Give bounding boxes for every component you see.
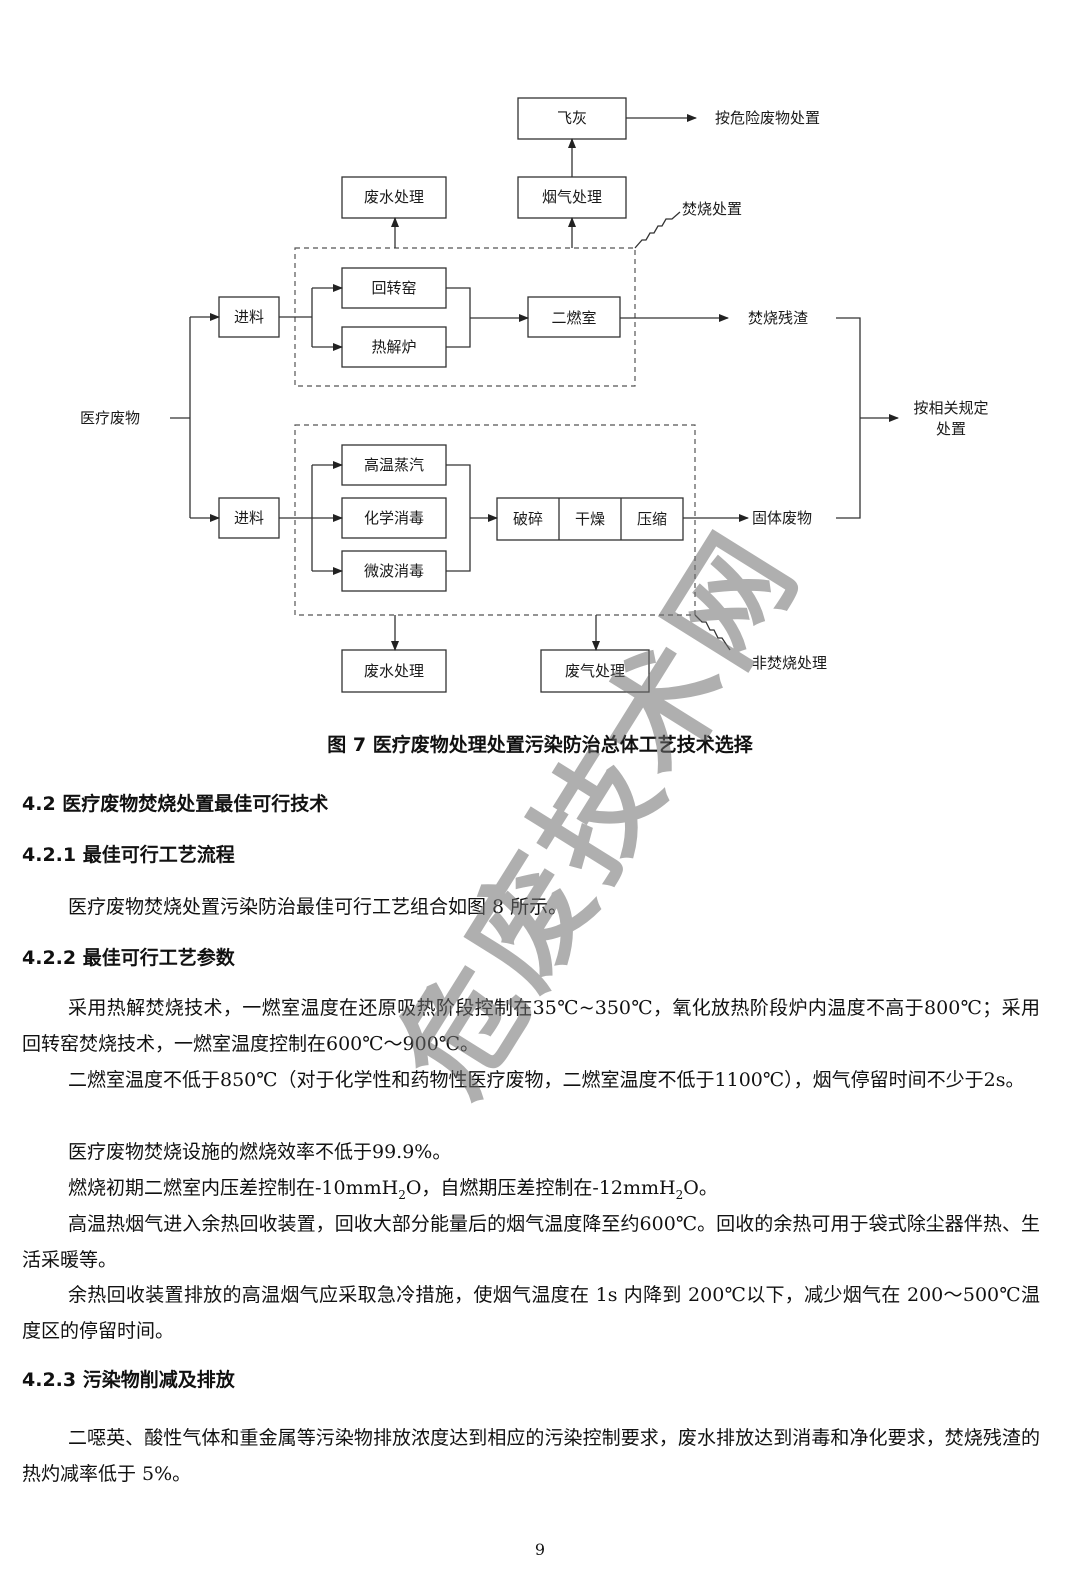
regulation-label-line2: 处置 — [936, 420, 966, 438]
incineration-group-label: 焚烧处置 — [682, 200, 742, 218]
regulation-label-line1: 按相关规定 — [913, 399, 988, 417]
process-flow-diagram: 医疗废物 进料 进料 回转窑 热解炉 二燃室 焚烧残渣 废水处理 烟气处理 飞灰… — [80, 97, 989, 693]
crushing-label: 破碎 — [513, 510, 543, 528]
pyrolysis-box — [341, 326, 447, 368]
section-heading-4-2-2: 4.2.2 最佳可行工艺参数 — [22, 947, 235, 969]
crush-dry-compress-box — [496, 497, 684, 541]
wastewater-top-label: 废水处理 — [364, 188, 424, 206]
secondary-chamber-label: 二燃室 — [551, 309, 596, 327]
paragraph-secondary-chamber: 二燃室温度不低于850℃（对于化学性和药物性医疗废物，二燃室温度不低于1100℃… — [68, 1069, 1025, 1091]
paragraph-pressure-difference: 燃烧初期二燃室内压差控制在-10mmH2O，自燃期压差控制在-12mmH2O。 — [68, 1177, 718, 1202]
exhaust-label: 废气处理 — [565, 662, 625, 680]
paragraph-heat-recovery: 高温热烟气进入余热回收装置，回收大部分能量后的烟气温度降至约600℃。回收的余热… — [22, 1213, 1040, 1271]
compression-label: 压缩 — [637, 510, 667, 528]
steam-label: 高温蒸汽 — [364, 456, 424, 474]
flue-gas-label: 烟气处理 — [542, 188, 602, 206]
non-incineration-group — [294, 424, 696, 616]
microwave-box — [341, 550, 447, 592]
chemical-box — [341, 497, 447, 539]
fly-ash-box — [517, 97, 627, 140]
figure-caption: 图 7 医疗废物处理处置污染防治总体工艺技术选择 — [327, 734, 753, 756]
chemical-label: 化学消毒 — [364, 509, 424, 527]
feed-bottom-box — [218, 497, 280, 539]
paragraph-emissions: 二噁英、酸性气体和重金属等污染物排放浓度达到相应的污染控制要求，废水排放达到消毒… — [22, 1427, 1040, 1485]
solid-waste-label: 固体废物 — [752, 509, 812, 527]
feed-bottom-label: 进料 — [234, 509, 264, 527]
paragraph-combustion-efficiency: 医疗废物焚烧设施的燃烧效率不低于99.9%。 — [68, 1141, 452, 1163]
fly-ash-label: 飞灰 — [557, 109, 587, 127]
paragraph-pyrolysis-params: 采用热解焚烧技术，一燃室温度在还原吸热阶段控制在35℃~350℃，氧化放热阶段炉… — [22, 997, 1040, 1055]
rotary-kiln-label: 回转窑 — [371, 279, 416, 297]
non-incineration-group-label: 非焚烧处理 — [752, 654, 827, 672]
wastewater-top-box — [341, 176, 447, 219]
hazardous-disposal-label: 按危险废物处置 — [715, 109, 820, 127]
secondary-chamber-box — [527, 296, 621, 338]
microwave-label: 微波消毒 — [364, 562, 424, 580]
section-heading-4-2-3: 4.2.3 污染物削减及排放 — [22, 1369, 235, 1391]
section-heading-4-2: 4.2 医疗废物焚烧处置最佳可行技术 — [22, 793, 329, 815]
wastewater-bottom-label: 废水处理 — [364, 662, 424, 680]
flue-gas-box — [517, 176, 627, 219]
wastewater-bottom-box — [341, 649, 447, 693]
feed-top-label: 进料 — [234, 308, 264, 326]
page-number: 9 — [534, 1540, 546, 1559]
pyrolysis-label: 热解炉 — [371, 338, 416, 356]
paragraph-quench: 余热回收装置排放的高温烟气应采取急冷措施，使烟气温度在 1s 内降到 200℃以… — [22, 1284, 1040, 1342]
medical-waste-label: 医疗废物 — [80, 409, 140, 427]
residue-label: 焚烧残渣 — [748, 309, 808, 327]
drying-label: 干燥 — [575, 510, 605, 528]
paragraph-4-2-1: 医疗废物焚烧处置污染防治最佳可行工艺组合如图 8 所示。 — [68, 896, 568, 918]
steam-box — [341, 444, 447, 486]
section-heading-4-2-1: 4.2.1 最佳可行工艺流程 — [22, 844, 235, 866]
